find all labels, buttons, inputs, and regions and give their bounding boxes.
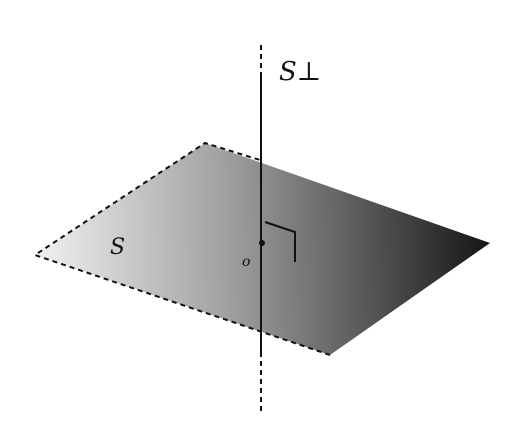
origin-point bbox=[259, 240, 265, 246]
plane-s bbox=[35, 143, 490, 355]
label-origin: o bbox=[242, 254, 250, 270]
label-s-perp: S⊥ bbox=[279, 57, 321, 87]
label-s: S bbox=[110, 235, 125, 260]
right-angle-marker bbox=[264, 221, 296, 262]
plane-s-dashed-edge bbox=[32, 141, 331, 356]
